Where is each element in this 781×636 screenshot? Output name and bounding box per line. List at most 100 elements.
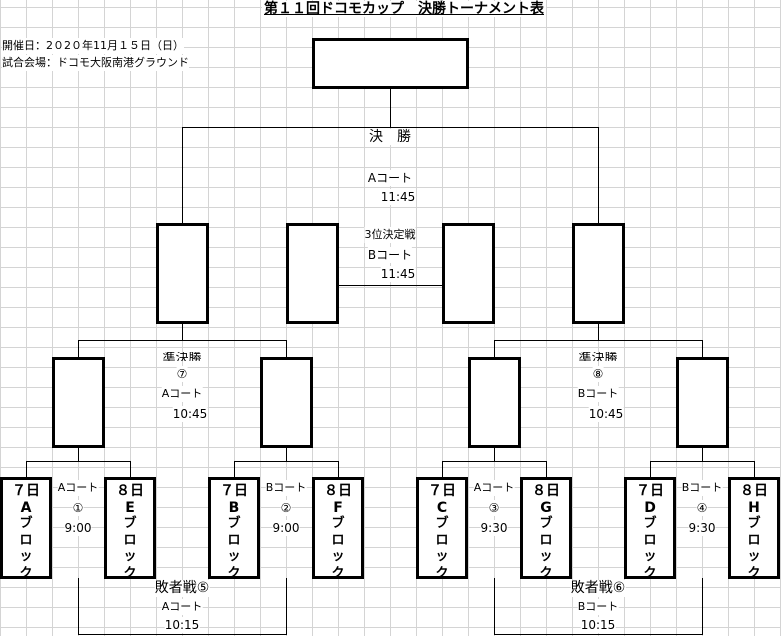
champion-box xyxy=(312,38,469,89)
team-block-char: ク xyxy=(19,565,33,581)
team-block-char: ブ xyxy=(227,516,241,531)
team-block-char: ブ xyxy=(123,516,137,531)
bracket-line xyxy=(78,578,79,635)
bracket-line xyxy=(26,461,131,462)
r1-time-3: 9:30 xyxy=(480,520,508,536)
finalist-box-left xyxy=(156,223,209,324)
team-block-char: ロ xyxy=(331,532,345,548)
event-date: 開催日：2０2０年11月１５日（日） xyxy=(2,38,184,54)
loser-match-court-1: Aコート xyxy=(161,599,203,615)
team-block-char: ッ xyxy=(331,549,345,564)
bracket-line xyxy=(286,578,287,635)
r1-court-1: Aコート xyxy=(57,480,99,496)
semi-time-right: 10:45 xyxy=(588,406,624,422)
bracket-line xyxy=(494,340,495,357)
semifinalist-box-1 xyxy=(52,357,105,448)
bracket-line xyxy=(754,461,755,477)
r1-number-3: ③ xyxy=(488,500,500,516)
loser-match-label-1: 敗者戦⑤ xyxy=(154,580,210,597)
bracket-line xyxy=(702,447,703,461)
team-day: ７日 xyxy=(12,483,40,499)
team-block-char: ロ xyxy=(539,532,553,548)
team-block-char: ッ xyxy=(435,549,449,564)
team-block: G xyxy=(540,499,552,516)
bracket-line xyxy=(130,461,131,477)
team-block: H xyxy=(748,499,760,516)
loser-match-time-1: 10:15 xyxy=(164,617,200,633)
team-block-char: ク xyxy=(123,565,137,581)
bracket-line xyxy=(494,578,495,635)
r1-court-2: Bコート xyxy=(265,480,307,496)
loser-match-time-2: 10:15 xyxy=(580,617,616,633)
team-day: ８日 xyxy=(532,483,560,499)
team-block: F xyxy=(333,499,343,516)
event-venue: 試合会場：ドコモ大阪南港グラウンド xyxy=(2,55,189,71)
team-day: ７日 xyxy=(428,483,456,499)
team-block-char: ッ xyxy=(747,549,761,564)
bracket-line xyxy=(182,127,183,223)
r1-time-2: 9:00 xyxy=(272,520,300,536)
bracket-line xyxy=(286,340,287,357)
final-court: Aコート xyxy=(367,170,413,186)
r1-number-2: ② xyxy=(280,500,292,516)
bracket-line xyxy=(702,578,703,635)
r1-court-3: Aコート xyxy=(473,480,515,496)
third-place-label: 3位決定戦 xyxy=(364,227,416,243)
bracket-line xyxy=(182,323,183,340)
team-block-char: ロ xyxy=(123,532,137,548)
loser-match-court-2: Bコート xyxy=(577,599,619,615)
team-block-char: ク xyxy=(539,565,553,581)
bracket-line xyxy=(182,127,599,128)
bracket-line xyxy=(598,127,599,223)
team-block-char: ロ xyxy=(227,532,241,548)
team-block-char: ク xyxy=(227,565,241,581)
bracket-line xyxy=(442,461,547,462)
bracket-line xyxy=(702,340,703,357)
bracket-line xyxy=(234,461,339,462)
team-block-char: ク xyxy=(643,565,657,581)
loser-match-label-2: 敗者戦⑥ xyxy=(570,580,626,597)
team-block-char: ブ xyxy=(19,516,33,531)
r1-court-4: Bコート xyxy=(681,480,723,496)
bracket-line xyxy=(390,88,391,127)
bracket-line xyxy=(494,340,703,341)
bracket-line xyxy=(598,323,599,340)
team-block-char: ク xyxy=(747,565,761,581)
bracket-line xyxy=(78,340,287,341)
bracket-line xyxy=(78,340,79,357)
r1-number-1: ① xyxy=(72,500,84,516)
team-block-char: ク xyxy=(435,565,449,581)
page-title: 第１１回ドコモカップ 決勝トーナメント表 xyxy=(262,1,546,17)
team-block-char: ッ xyxy=(19,549,33,564)
bracket-line xyxy=(286,447,287,461)
bracket-line xyxy=(650,461,651,477)
bracket-line xyxy=(26,461,27,477)
bracket-line xyxy=(234,461,235,477)
bracket-line xyxy=(442,461,443,477)
team-block-char: ブ xyxy=(747,516,761,531)
team-block-char: ッ xyxy=(123,549,137,564)
semifinalist-box-2 xyxy=(260,357,313,448)
team-block: E xyxy=(125,499,135,516)
bracket-line xyxy=(650,461,755,462)
team-day: ８日 xyxy=(324,483,352,499)
team-day: ７日 xyxy=(636,483,664,499)
third-place-box-left xyxy=(286,223,339,324)
team-block-char: ッ xyxy=(227,549,241,564)
team-block-char: ブ xyxy=(643,516,657,531)
bracket-line xyxy=(78,447,79,461)
semi-court-right: Bコート xyxy=(577,386,619,402)
final-label: 決 勝 xyxy=(369,129,411,145)
bracket-line xyxy=(546,461,547,477)
semifinalist-box-4 xyxy=(676,357,729,448)
team-block-char: ブ xyxy=(435,516,449,531)
